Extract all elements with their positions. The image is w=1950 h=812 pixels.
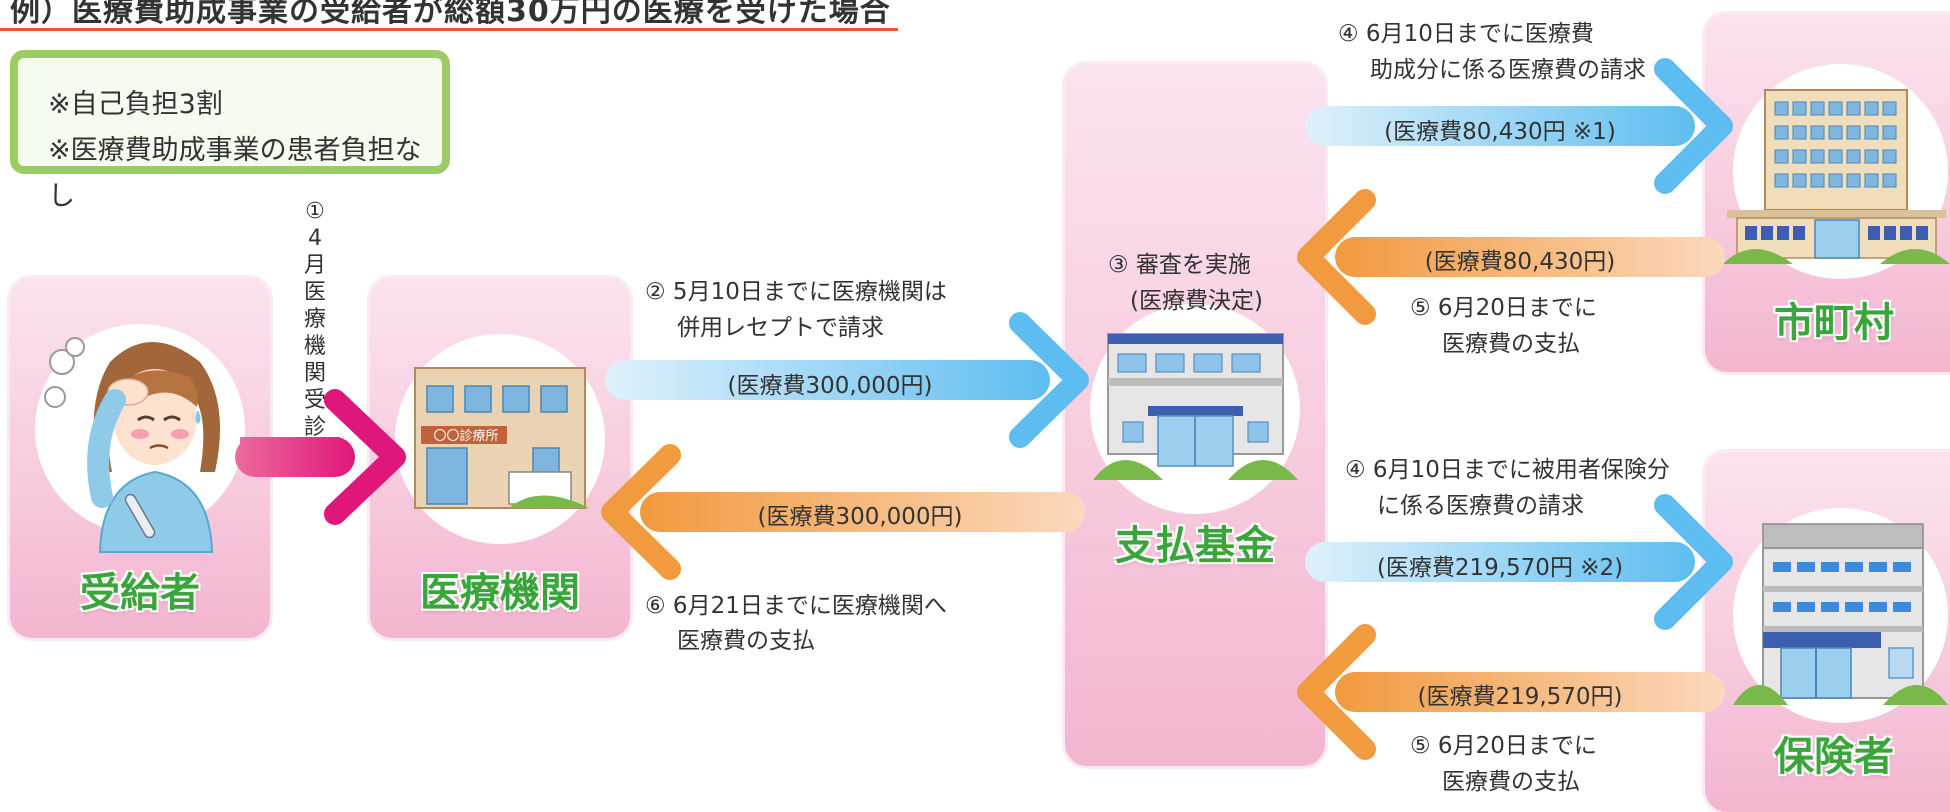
step1-number: ①: [305, 199, 325, 224]
step1-char: 月: [303, 253, 326, 278]
note-box: ※自己負担3割 ※医療費助成事業の患者負担なし: [10, 50, 450, 212]
insurer-label: 保険者: [1774, 734, 1894, 780]
step1-char: 医: [303, 280, 326, 305]
step1-char: 療: [303, 307, 326, 332]
municipality-building-icon: [1723, 89, 1950, 264]
step6-line1: ⑥ 6月21日までに医療機関へ: [645, 593, 947, 619]
step5-insurer-line2: 医療費の支払: [1442, 769, 1580, 795]
step5-insurer-amount: (医療費219,570円): [1417, 684, 1623, 710]
step1-char: 4: [308, 226, 322, 251]
clinic-sign: 〇〇診療所: [433, 429, 499, 444]
step6-amount: (医療費300,000円): [757, 504, 963, 530]
step6-line2: 医療費の支払: [677, 628, 815, 654]
insurer-building-icon: [1733, 523, 1948, 705]
step2-line2: 併用レセプトで請求: [677, 315, 884, 341]
step3-line1: ③ 審査を実施: [1108, 252, 1251, 278]
arrow-claim-insurer-blue: [1305, 494, 1733, 630]
step2-amount: (医療費300,000円): [727, 373, 933, 399]
note-line-copay: ※自己負担3割: [48, 89, 223, 120]
step1-char: 機: [303, 334, 326, 359]
step1-char: 診: [303, 415, 326, 440]
payment-fund-building-icon: [1093, 333, 1298, 480]
arrow-payment-municipality-orange: [1297, 189, 1725, 325]
recipient-label: 受給者: [80, 570, 200, 616]
step4-insurer-amount: (医療費219,570円 ※2): [1376, 555, 1624, 581]
arrow-claim-blue: [605, 312, 1089, 448]
step4-municipality-line1: ④ 6月10日までに医療費: [1338, 21, 1594, 47]
step5-municipality-line1: ⑤ 6月20日までに: [1410, 295, 1597, 321]
step1-char: 関: [303, 361, 326, 386]
patient-illustration: [44, 337, 220, 553]
step4-municipality-line2: 助成分に係る医療費の請求: [1370, 57, 1646, 83]
arrow-visit-pink: [235, 389, 406, 525]
title-underline: [0, 28, 898, 31]
note-line-no-patient-burden: ※医療費助成事業の患者負担なし: [48, 135, 422, 212]
step4-insurer-line2: に係る医療費の請求: [1377, 493, 1584, 519]
step1-char: 受: [303, 388, 326, 413]
arrow-payment-insurer-orange: [1297, 624, 1725, 760]
step2-line1: ② 5月10日までに医療機関は: [645, 279, 947, 305]
payment-fund-label: 支払基金: [1115, 523, 1275, 569]
step5-municipality-amount: (医療費80,430円): [1424, 249, 1616, 275]
arrow-payment-orange: [601, 444, 1085, 580]
arrow-claim-municipality-blue: [1305, 58, 1733, 194]
step1-vertical-text: ① 4 月 医 療 機 関 受 診: [300, 198, 330, 441]
medical-institution-label: 医療機関: [420, 570, 580, 616]
step5-municipality-line2: 医療費の支払: [1442, 331, 1580, 357]
clinic-building-icon: [414, 367, 589, 509]
step3-line2: (医療費決定): [1130, 288, 1263, 314]
page-title: 例）医療費助成事業の受給者が総額30万円の医療を受けた場合: [10, 0, 891, 29]
municipality-label: 市町村: [1774, 300, 1894, 346]
step4-municipality-amount: (医療費80,430円 ※1): [1384, 119, 1616, 145]
step5-insurer-line1: ⑤ 6月20日までに: [1410, 733, 1597, 759]
step4-insurer-line1: ④ 6月10日までに被用者保険分: [1345, 457, 1670, 483]
